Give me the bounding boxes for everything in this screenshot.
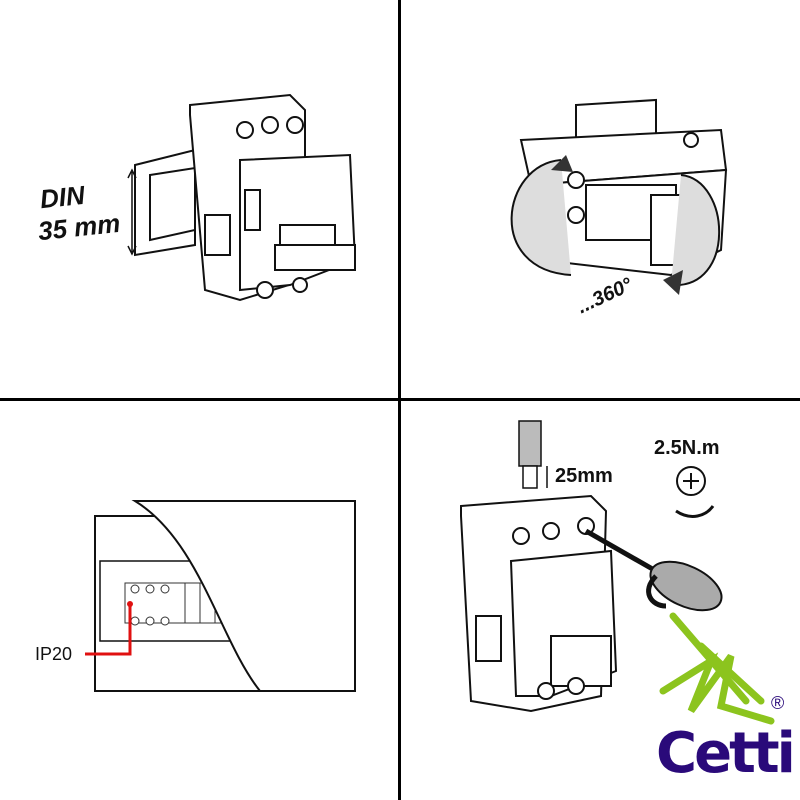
cetti-logo-mark xyxy=(659,612,775,725)
din-label: DIN xyxy=(38,179,87,215)
breaker-on-din-rail-illustration xyxy=(127,93,357,302)
panel-enclosure: IP20 xyxy=(0,401,398,800)
rotated-breaker-illustration xyxy=(510,98,728,295)
panel-rotation: ...360° xyxy=(401,0,800,398)
enclosure-ip20-illustration xyxy=(85,500,356,692)
ip20-label: IP20 xyxy=(35,644,73,664)
cetti-logo: Cetti xyxy=(656,721,796,786)
panel-wiring: 25mm 2.5N.m Cetti ® xyxy=(401,401,800,800)
ip20-pointer-line xyxy=(85,606,132,656)
strip-length-label: 25mm xyxy=(555,465,613,487)
torque-label: 2.5N.m xyxy=(654,437,720,459)
panel-din-mounting: DIN 35 mm xyxy=(0,0,398,398)
registered-mark: ® xyxy=(771,693,785,713)
cetti-logo-text: Cetti xyxy=(656,721,796,786)
wiring-torque-illustration xyxy=(460,420,775,725)
horizontal-divider xyxy=(0,398,800,401)
